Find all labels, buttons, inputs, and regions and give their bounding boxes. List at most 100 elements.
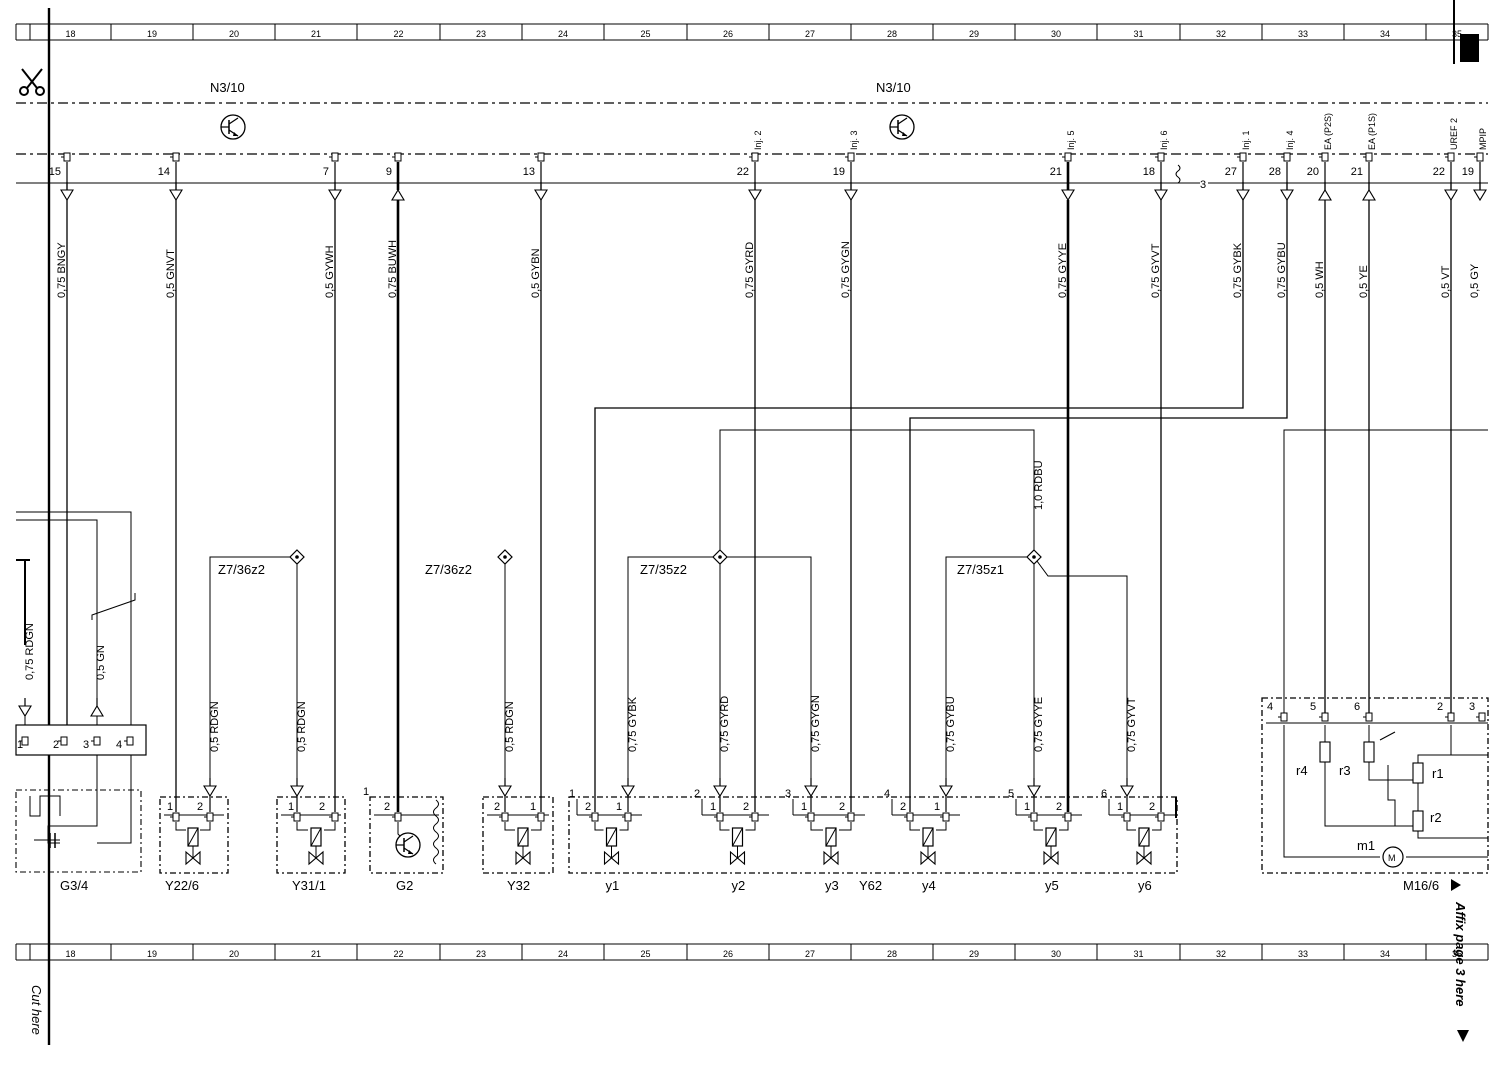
wire-label: 0,5 RDGN bbox=[209, 701, 221, 752]
svg-text:3: 3 bbox=[1469, 701, 1475, 713]
svg-text:Y62: Y62 bbox=[859, 878, 882, 893]
grid-number: 35 bbox=[1452, 949, 1462, 959]
motor-icon bbox=[1382, 846, 1404, 868]
svg-text:y2: y2 bbox=[732, 878, 746, 893]
arrow-down-icon bbox=[328, 181, 342, 201]
wires bbox=[64, 200, 1488, 812]
arrow-up-icon bbox=[1362, 181, 1376, 201]
wire-label: 0,75 GYBU bbox=[945, 696, 957, 752]
svg-text:y3: y3 bbox=[825, 878, 839, 893]
wire-label: 0,5 GNVT bbox=[165, 249, 177, 298]
svg-text:4: 4 bbox=[116, 739, 122, 751]
scissors-icon bbox=[19, 68, 45, 96]
wire-label: 0,5 GYWH bbox=[324, 245, 336, 298]
ecu-pin: 140,5 GNVT bbox=[158, 152, 183, 298]
arrow-down-icon bbox=[939, 777, 953, 797]
wire-label: 0,5 VT bbox=[1440, 265, 1452, 298]
svg-text:r3: r3 bbox=[1339, 763, 1351, 778]
grid-number: 28 bbox=[887, 949, 897, 959]
svg-text:M: M bbox=[1388, 853, 1396, 863]
signal-label: Inj. 2 bbox=[753, 130, 763, 150]
valve-icon bbox=[729, 827, 746, 865]
grid-number: 31 bbox=[1133, 949, 1143, 959]
arrow-down-icon bbox=[748, 181, 762, 201]
wire-label: 0,5 WH bbox=[1314, 261, 1326, 298]
grid-number: 33 bbox=[1298, 29, 1308, 39]
pin-number: 21 bbox=[1351, 166, 1363, 178]
arrow-down-icon bbox=[844, 181, 858, 201]
lower-wire: 0,5 RDGN bbox=[290, 701, 308, 812]
pin-number: 13 bbox=[523, 166, 535, 178]
arrow-down-icon bbox=[1280, 181, 1294, 201]
signal-label: MPIP bbox=[1478, 128, 1488, 150]
g3-label: G3/4 bbox=[60, 878, 88, 893]
ecu-label-left: N3/10 bbox=[210, 80, 245, 95]
ecu-label-right: N3/10 bbox=[876, 80, 911, 95]
svg-text:1: 1 bbox=[1117, 801, 1123, 813]
svg-text:2: 2 bbox=[197, 801, 203, 813]
svg-text:2: 2 bbox=[53, 739, 59, 751]
valve-icon bbox=[823, 827, 839, 865]
grid-number: 26 bbox=[723, 949, 733, 959]
svg-text:6: 6 bbox=[1354, 701, 1360, 713]
splice-diamond bbox=[1026, 549, 1042, 565]
wire-label: 0,75 GYBK bbox=[1232, 242, 1244, 298]
arrow-up-icon bbox=[1318, 181, 1332, 201]
wire-label: 0,75 GYBU bbox=[1276, 242, 1288, 298]
pin-number: 19 bbox=[833, 166, 845, 178]
g3-4-block bbox=[15, 511, 147, 873]
svg-text:1: 1 bbox=[1024, 801, 1030, 813]
valve-icon bbox=[1136, 827, 1152, 865]
wire-label: 0,75 BUWH bbox=[387, 240, 399, 298]
svg-text:Affix page 3 here: Affix page 3 here bbox=[1453, 901, 1468, 1007]
grid-number: 33 bbox=[1298, 949, 1308, 959]
svg-text:1: 1 bbox=[801, 801, 807, 813]
grid-number: 21 bbox=[311, 949, 321, 959]
valve-icon bbox=[920, 827, 936, 865]
grid-number: 21 bbox=[311, 29, 321, 39]
grid-number: 22 bbox=[393, 29, 403, 39]
grid-number: 20 bbox=[229, 29, 239, 39]
svg-text:M16/6: M16/6 bbox=[1403, 878, 1439, 893]
pin-number: 7 bbox=[323, 166, 329, 178]
grid-number: 24 bbox=[558, 29, 568, 39]
svg-text:1: 1 bbox=[167, 801, 173, 813]
signal-label: UREF 2 bbox=[1449, 118, 1459, 150]
arrow-down-icon bbox=[169, 181, 183, 201]
wire-label: 0,75 GYYE bbox=[1057, 243, 1069, 298]
svg-text:2: 2 bbox=[494, 801, 500, 813]
arrow-up-icon bbox=[391, 181, 405, 201]
svg-text:2: 2 bbox=[384, 801, 390, 813]
wire-label-rdbu: 1,0 RDBU bbox=[1033, 460, 1045, 510]
arrow-down-icon bbox=[498, 777, 512, 797]
wire-label: 0,5 GYBN bbox=[530, 248, 542, 298]
signal-label: Inj. 5 bbox=[1066, 130, 1076, 150]
svg-text:2: 2 bbox=[585, 801, 591, 813]
svg-text:1: 1 bbox=[363, 786, 369, 798]
splice-diamond bbox=[289, 549, 305, 565]
ecu-pin: 7 0,5 GYWH bbox=[323, 152, 342, 298]
lower-wire: 0,75 GYBK bbox=[621, 696, 639, 812]
ecu-pin: 90,75 BUWH bbox=[386, 152, 405, 298]
signal-label: Inj. 4 bbox=[1285, 130, 1295, 150]
pin-number: 18 bbox=[1143, 166, 1155, 178]
arrow-down-icon bbox=[1154, 181, 1168, 201]
arrow-down-icon bbox=[534, 181, 548, 201]
pin-number: 22 bbox=[737, 166, 749, 178]
wire-label: 0,75 GYVT bbox=[1126, 697, 1138, 752]
g3-wire2: 0,5 GN bbox=[95, 645, 107, 680]
valve-icon bbox=[603, 827, 620, 865]
arrow-down-icon bbox=[1473, 181, 1487, 201]
grid-number: 29 bbox=[969, 29, 979, 39]
arrow-down-icon bbox=[18, 697, 32, 717]
transistor-icon bbox=[220, 114, 246, 140]
splice-label: Z7/36z2 bbox=[425, 562, 472, 577]
wire-label: 0,75 GYVT bbox=[1150, 243, 1162, 298]
svg-text:1: 1 bbox=[17, 739, 23, 751]
